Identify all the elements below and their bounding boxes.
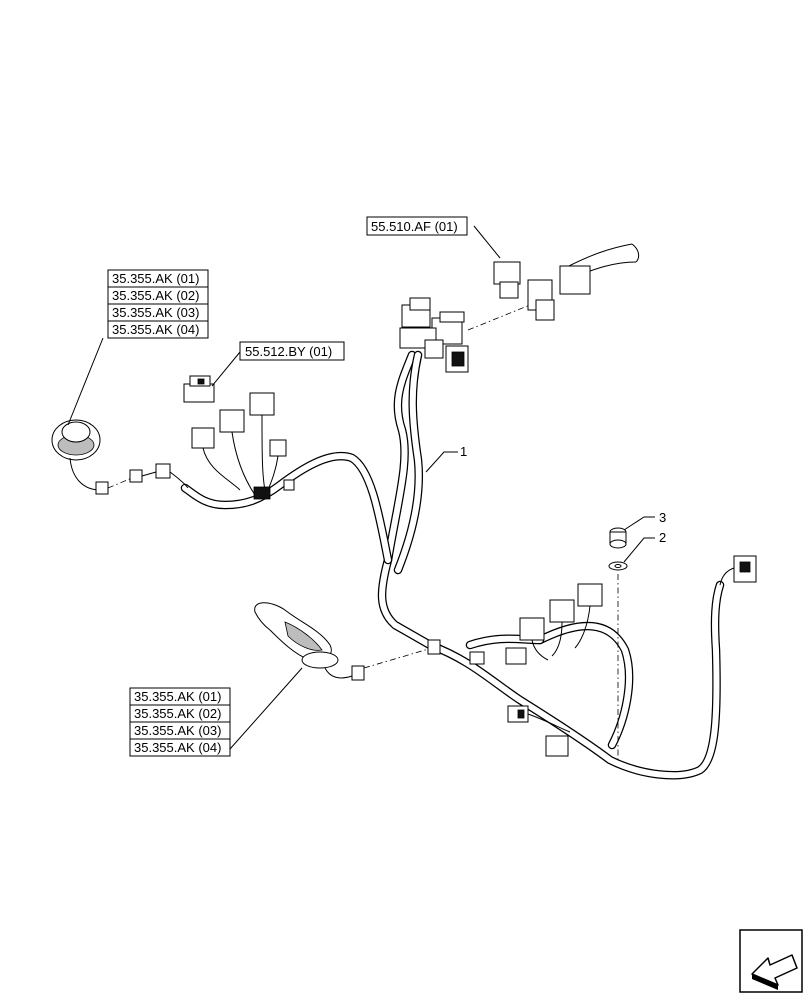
callout-text-switch[interactable]: 55.512.BY (01) <box>245 344 332 359</box>
callout-text-left-4[interactable]: 35.355.AK (04) <box>112 322 199 337</box>
middle-connectors <box>469 583 603 665</box>
left-switch-connectors <box>191 392 295 500</box>
lower-joystick-handle <box>254 602 365 681</box>
bolt-part <box>609 527 627 549</box>
main-harness <box>180 350 725 780</box>
callout-text-lower-2[interactable]: 35.355.AK (02) <box>134 706 221 721</box>
callout-text-left-1[interactable]: 35.355.AK (01) <box>112 271 199 286</box>
callout-text-lower-4[interactable]: 35.355.AK (04) <box>134 740 221 755</box>
leader-dashed-upper <box>467 304 531 331</box>
right-end-connector <box>719 555 757 586</box>
switch-part <box>183 375 215 403</box>
callout-box-joystick-left: 35.355.AK (01) 35.355.AK (02) 35.355.AK … <box>107 269 209 339</box>
lower-joystick-mating-connector <box>427 639 441 655</box>
callout-box-joystick-lower: 35.355.AK (01) 35.355.AK (02) 35.355.AK … <box>129 687 231 757</box>
arrow-icon[interactable] <box>739 929 803 993</box>
callout-text-lower-1[interactable]: 35.355.AK (01) <box>134 689 221 704</box>
callout-box-switch: 55.512.BY (01) <box>239 341 345 361</box>
washer-part <box>608 561 628 571</box>
callout-text-left-3[interactable]: 35.355.AK (03) <box>112 305 199 320</box>
callout-text-upper-right[interactable]: 55.510.AF (01) <box>371 219 458 234</box>
item-number-washer: 2 <box>659 530 666 545</box>
leader-dashed-lower-joystick <box>363 647 433 669</box>
leader-dashed-left-knob <box>107 477 133 489</box>
upper-right-connectors <box>493 243 640 321</box>
left-knob-mating-connector <box>129 463 189 489</box>
callout-leaders <box>67 225 655 750</box>
top-connector-block <box>399 297 469 373</box>
callout-box-upper-right: 55.510.AF (01) <box>366 216 468 236</box>
item-number-bolt: 3 <box>659 510 666 525</box>
lower-branch-connectors <box>507 705 571 757</box>
item-number-harness: 1 <box>460 444 467 459</box>
callout-text-left-2[interactable]: 35.355.AK (02) <box>112 288 199 303</box>
left-joystick-knob <box>51 419 109 495</box>
callout-text-lower-3[interactable]: 35.355.AK (03) <box>134 723 221 738</box>
